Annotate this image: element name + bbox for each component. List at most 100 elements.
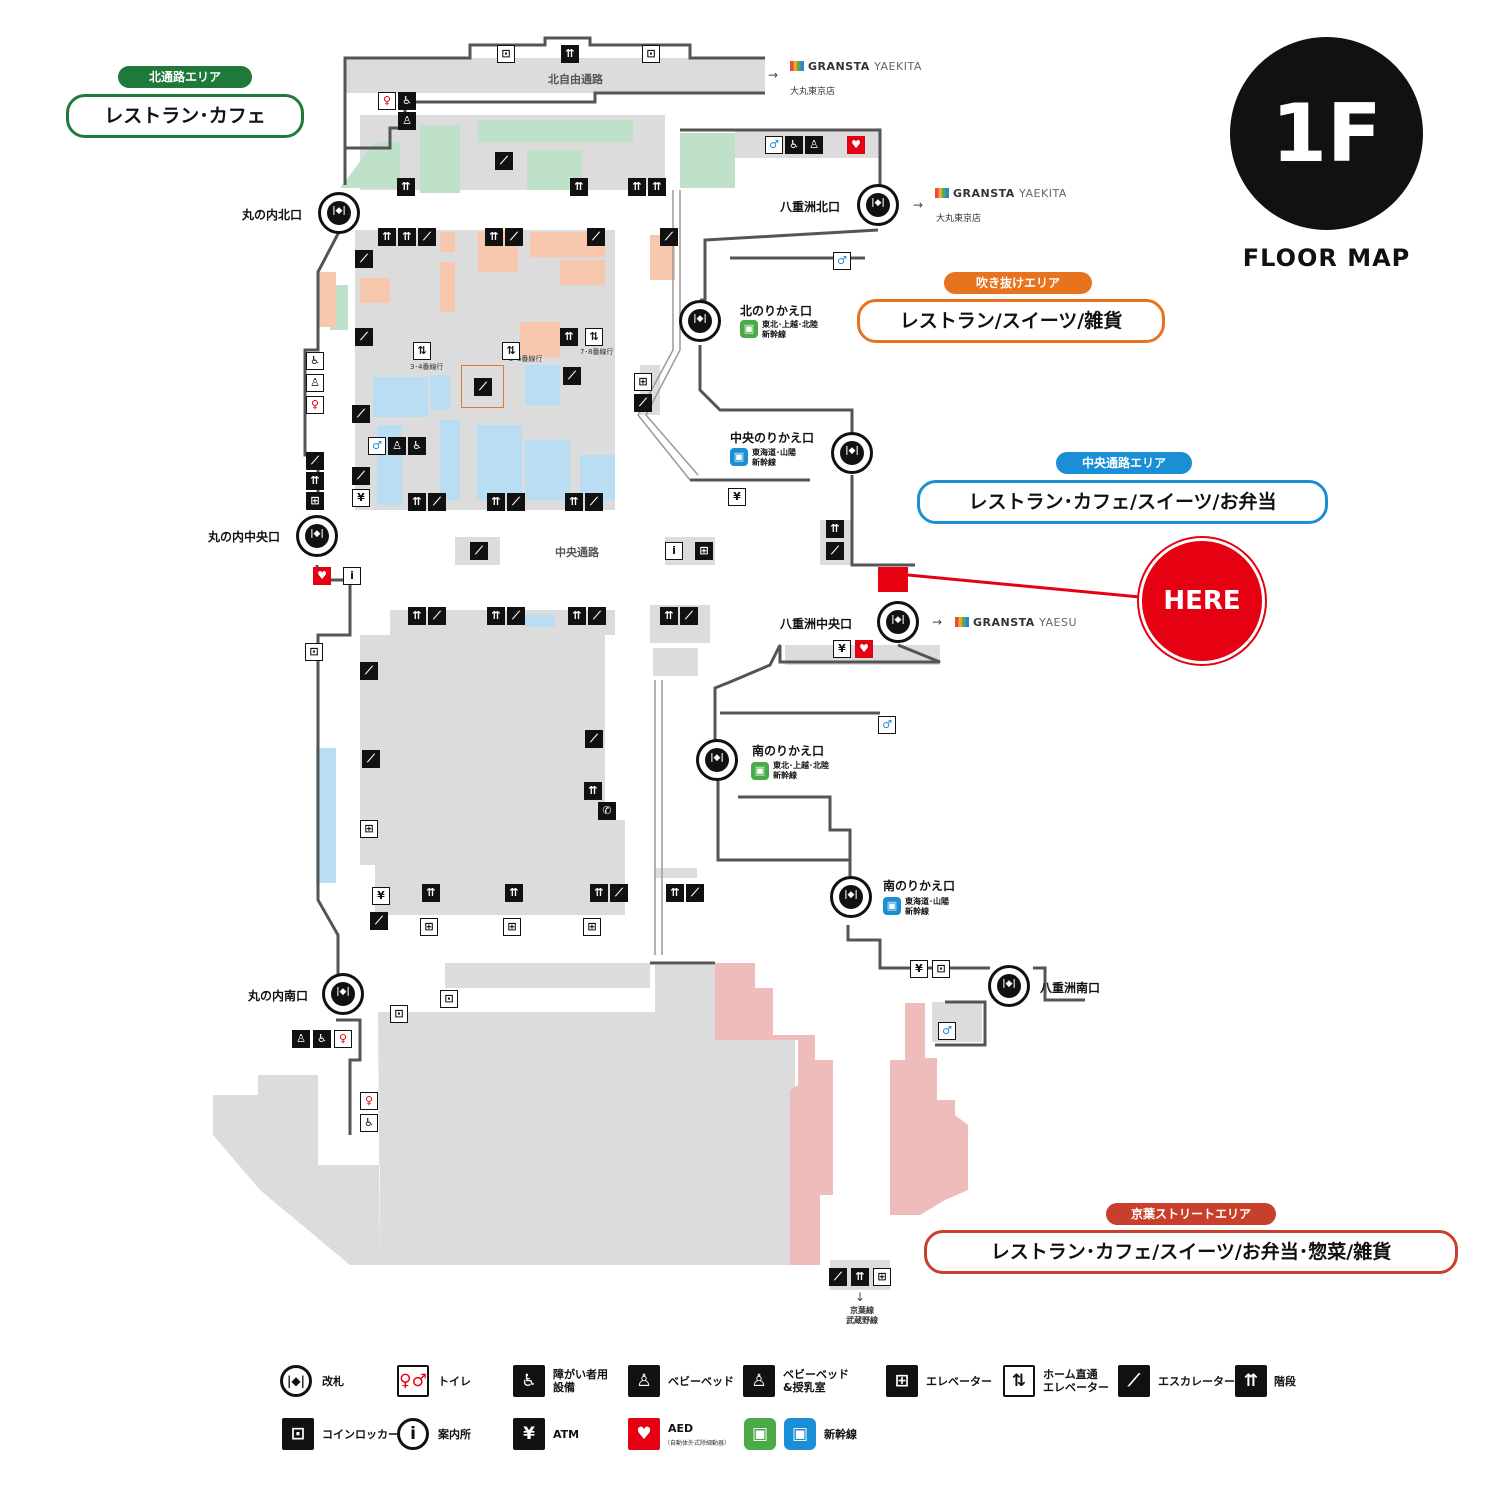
stairs-icon: ⇈ [398, 228, 416, 246]
escalator-icon: ⟋ [474, 378, 492, 396]
stairs-icon: ⇈ [560, 328, 578, 346]
toilet-icon: ♂ [938, 1022, 956, 1040]
stairs-icon: ⇈ [851, 1268, 869, 1286]
elevator-icon: ⊞ [634, 373, 652, 391]
escalator-icon: ⟋ [507, 493, 525, 511]
escalator-icon: ⟋ [505, 228, 523, 246]
keiyo-area-content[interactable]: レストラン･カフェ/スイーツ/お弁当･惣菜/雑貨 [924, 1230, 1458, 1274]
gate-yaesu-south[interactable] [988, 965, 1030, 1007]
gate-label-south-transfer-2: 南のりかえ口 [883, 879, 956, 893]
north-transfer-lines: 東北･上越･北陸 新幹線 [762, 320, 818, 339]
escalator-icon: ⟋ [360, 662, 378, 680]
elevator-icon: ⊞ [503, 918, 521, 936]
escalator-icon: ⟋ [355, 250, 373, 268]
legend-locker: コインロッカー [322, 1428, 399, 1441]
escalator-icon: ⟋ [355, 328, 373, 346]
aed-icon: ♥ [847, 136, 865, 154]
granstayaekita-link-top[interactable]: GRANSTA YAEKITA [790, 60, 922, 73]
stairs-icon: ⇈ [628, 178, 646, 196]
atm-icon: ¥ [833, 640, 851, 658]
escalator-icon: ⟋ [588, 607, 606, 625]
granstayaekita-link-mid[interactable]: GRANSTA YAEKITA [935, 187, 1067, 200]
stairs-icon: ⇈ [306, 472, 324, 490]
escalator-icon: ⟋ [829, 1268, 847, 1286]
atm-icon: ¥ [352, 489, 370, 507]
arrow-down-icon: ↓ [855, 1290, 866, 1304]
atrium-area-content[interactable]: レストラン/スイーツ/雑貨 [857, 299, 1165, 343]
legend-escalator: エスカレーター [1158, 1375, 1235, 1388]
gransta-brand: GRANSTA [808, 60, 870, 73]
coin-locker-icon: ⊡ [497, 45, 515, 63]
gate-south-transfer-1[interactable] [696, 739, 738, 781]
arrow-right-icon: → [913, 198, 924, 212]
elevator-note-7-8: 7･8番線行 [580, 348, 614, 356]
stairs-icon: ⇈ [666, 884, 684, 902]
gate-label-yaesu-central: 八重洲中央口 [780, 617, 853, 631]
wheelchair-icon: ♿ [313, 1030, 331, 1048]
gate-label-central-transfer: 中央のりかえ口 [730, 431, 815, 445]
stairs-icon: ⇈ [565, 493, 583, 511]
atrium-area-tag: 吹き抜けエリア [944, 272, 1092, 294]
stairs-icon: ⇈ [1235, 1365, 1267, 1397]
daimaru-label-top: 大丸東京店 [790, 87, 836, 97]
toilet-icon: ♀ [360, 1092, 378, 1110]
here-pointer-line [907, 573, 1141, 599]
gate-yaesu-north[interactable] [857, 184, 899, 226]
stairs-icon: ⇈ [422, 884, 440, 902]
current-location-marker [878, 567, 908, 592]
gate-south-transfer-2[interactable] [830, 876, 872, 918]
stairs-icon: ⇈ [584, 782, 602, 800]
daimaru-label-mid: 大丸東京店 [936, 214, 982, 224]
gate-north-transfer[interactable] [679, 300, 721, 342]
baby-bed-icon: ♙ [805, 136, 823, 154]
platform-elevator-icon: ⇅ [585, 328, 603, 346]
elevator-note-5-6: 5･6番線行 [509, 355, 543, 363]
gate-central-transfer[interactable] [831, 432, 873, 474]
gransta-logo-icon [935, 188, 949, 198]
stairs-icon: ⇈ [505, 884, 523, 902]
escalator-icon: ⟋ [428, 493, 446, 511]
escalator-icon: ⟋ [418, 228, 436, 246]
baby-bed-icon: ♙ [398, 112, 416, 130]
coin-locker-icon: ⊡ [642, 45, 660, 63]
south-transfer-2-lines: 東海道･山陽 新幹線 [905, 897, 949, 916]
gransta-brand-sub: YAEKITA [1019, 187, 1067, 200]
stairs-icon: ⇈ [660, 607, 678, 625]
elevator-icon: ⊞ [886, 1365, 918, 1397]
elevator-icon: ⊞ [583, 918, 601, 936]
wheelchair-icon: ♿ [408, 437, 426, 455]
baby-bed-icon: ♙ [306, 374, 324, 392]
here-badge: HERE [1139, 538, 1265, 664]
shinkansen-green-icon: ▣ [740, 320, 758, 338]
platform-elevator-icon: ⇅ [413, 342, 431, 360]
stairs-icon: ⇈ [590, 884, 608, 902]
toilet-icon: ♀ [378, 92, 396, 110]
arrow-right-icon: → [932, 615, 943, 629]
elevator-icon: ⊞ [420, 918, 438, 936]
gransta-brand: GRANSTA [973, 616, 1035, 629]
stairs-icon: ⇈ [568, 607, 586, 625]
granstayaesu-link[interactable]: GRANSTA YAESU [955, 616, 1077, 629]
legend-toilet: トイレ [438, 1375, 471, 1388]
shinkansen-green-icon: ▣ [751, 762, 769, 780]
shinkansen-blue-icon: ▣ [730, 448, 748, 466]
elevator-icon: ⊞ [306, 492, 324, 510]
toilet-icon: ♂ [878, 716, 896, 734]
central-area-content[interactable]: レストラン･カフェ/スイーツ/お弁当 [917, 480, 1328, 524]
escalator-icon: ⟋ [1118, 1365, 1150, 1397]
floor-badge: 1F [1230, 37, 1423, 230]
gate-yaesu-central[interactable] [877, 601, 919, 643]
gate-marunouchi-north[interactable] [318, 192, 360, 234]
escalator-icon: ⟋ [585, 730, 603, 748]
toilet-icon: ♀ [334, 1030, 352, 1048]
gate-label-marunouchi-central: 丸の内中央口 [208, 530, 281, 544]
escalator-icon: ⟋ [686, 884, 704, 902]
elevator-icon: ⊞ [873, 1268, 891, 1286]
baby-bed-icon: ♙ [628, 1365, 660, 1397]
gate-marunouchi-central[interactable] [296, 515, 338, 557]
atm-icon: ¥ [728, 488, 746, 506]
info-icon: i [665, 542, 683, 560]
escalator-icon: ⟋ [362, 750, 380, 768]
north-area-content[interactable]: レストラン･カフェ [66, 94, 304, 138]
gate-marunouchi-south[interactable] [322, 973, 364, 1015]
